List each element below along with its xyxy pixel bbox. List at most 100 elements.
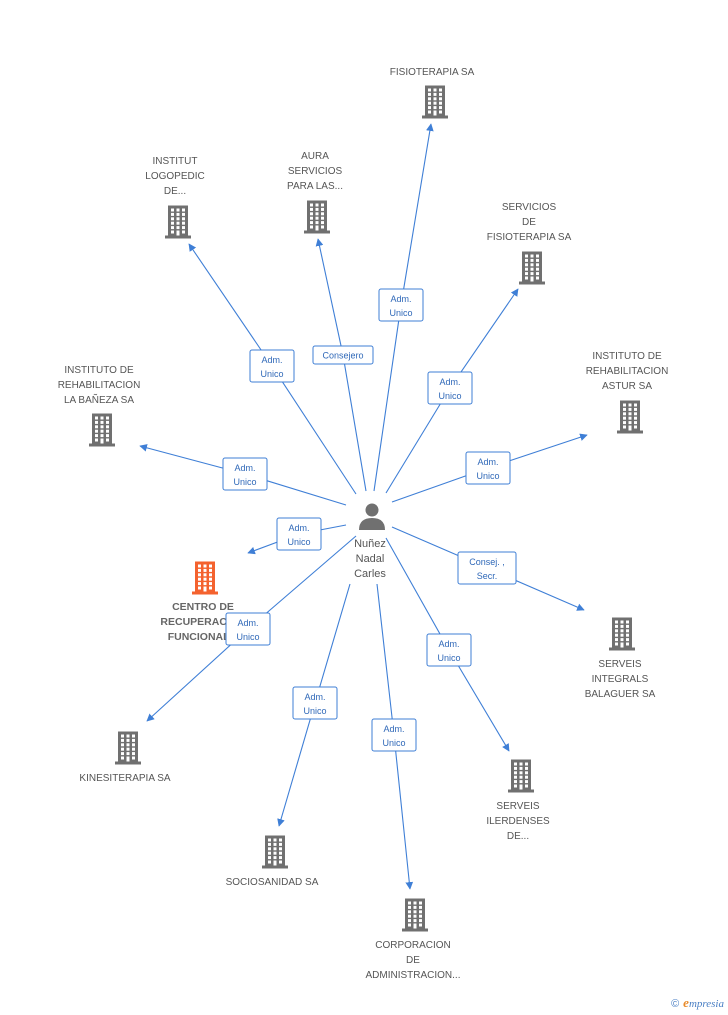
- relation-label-text: Unico: [287, 537, 310, 547]
- relation-label-text: Adm.: [304, 692, 325, 702]
- company-label-line: LOGOPEDIC: [145, 171, 204, 182]
- company-node-corporacion[interactable]: CORPORACION DE ADMINISTRACION...: [365, 898, 461, 982]
- relation-label-text: Secr.: [477, 571, 498, 581]
- company-node-institut-logopedic[interactable]: INSTITUT LOGOPEDIC DE...: [145, 156, 205, 239]
- person-name-line: Carles: [354, 568, 386, 580]
- company-node-sociosanidad[interactable]: SOCIOSANIDAD SA: [226, 835, 319, 889]
- copyright-icon: ©: [671, 998, 680, 1010]
- relation-label-text: Unico: [303, 706, 326, 716]
- building-icon: [519, 251, 545, 285]
- relation-label-institut-logopedic[interactable]: Adm. Unico: [249, 349, 295, 383]
- company-label-line: CORPORACION: [375, 940, 451, 951]
- relation-label-servicios-fisioterapia[interactable]: Adm. Unico: [427, 371, 473, 405]
- relation-label-serveis-balaguer[interactable]: Consej. , Secr.: [457, 551, 517, 585]
- building-icon: [165, 205, 191, 239]
- company-label-line: INSTITUTO DE: [64, 365, 134, 376]
- company-label: SERVEISILERDENSESDE...: [486, 801, 550, 842]
- relation-label-text: Unico: [438, 391, 461, 401]
- building-icon: [115, 731, 141, 765]
- relation-label-text: Unico: [476, 471, 499, 481]
- brand-initial: e: [683, 995, 689, 1010]
- company-label-line: INSTITUTO DE: [592, 351, 662, 362]
- relation-label-instituto-astur[interactable]: Adm.Unico: [465, 451, 511, 485]
- company-label-line: RECUPERACION: [160, 616, 245, 628]
- building-icon: [617, 400, 643, 434]
- building-icon: [89, 413, 115, 447]
- relation-label-text: Unico: [260, 369, 283, 379]
- building-icon: [304, 200, 330, 234]
- company-label-line: SERVEIS: [598, 659, 641, 670]
- relation-label-fisioterapia[interactable]: Adm. Unico: [378, 288, 424, 322]
- company-node-fisioterapia[interactable]: FISIOTERAPIA SA: [390, 67, 475, 119]
- relation-label-aura[interactable]: Consejero: [312, 345, 374, 365]
- company-label-line: INSTITUT: [153, 156, 198, 167]
- relation-label-text: Unico: [233, 477, 256, 487]
- company-label-line: SERVICIOS: [288, 166, 343, 177]
- relation-label-centro[interactable]: Adm.Unico: [276, 517, 322, 551]
- company-label: CORPORACION DE ADMINISTRACION...: [365, 940, 460, 981]
- relation-label-text: Adm.: [261, 355, 282, 365]
- edge-aura: [315, 238, 367, 492]
- company-label-line: SOCIOSANIDAD SA: [226, 877, 319, 888]
- relation-label-text: Adm.: [439, 377, 460, 387]
- company-label-line: FISIOTERAPIA SA: [487, 232, 572, 243]
- relation-label-text: Adm.: [438, 639, 459, 649]
- relation-label-corporacion[interactable]: Adm.Unico: [371, 718, 417, 752]
- relation-label-text: Adm.: [390, 294, 411, 304]
- relation-label-text: Consejero: [322, 351, 363, 361]
- relation-label-text: Unico: [236, 632, 259, 642]
- company-node-servicios-fisioterapia[interactable]: SERVICIOS DE FISIOTERAPIA SA: [487, 202, 572, 285]
- brand-name: mpresia: [688, 998, 724, 1010]
- relation-label-text: Adm.: [237, 618, 258, 628]
- building-icon: [508, 759, 534, 793]
- company-label-line: FUNCIONAL...: [168, 631, 239, 643]
- relation-labels-layer: Adm.UnicoAdm.UnicoConsejeroAdm.UnicoAdm.…: [222, 288, 517, 752]
- company-node-centro[interactable]: CENTRO DERECUPERACIONFUNCIONAL...: [160, 561, 246, 644]
- company-label-line: LA BAÑEZA SA: [64, 393, 134, 406]
- company-label: KINESITERAPIA SA: [79, 773, 170, 784]
- company-label-line: SERVICIOS: [502, 202, 557, 213]
- building-icon: [609, 617, 635, 651]
- company-label-line: DE: [406, 955, 420, 966]
- relation-label-text: Consej. ,: [469, 557, 505, 567]
- nodes-layer: FISIOTERAPIA SA INSTITUT LOGOPEDIC DE... AUR…: [58, 67, 669, 981]
- company-label: SERVICIOS DE FISIOTERAPIA SA: [487, 202, 572, 243]
- company-label-line: REHABILITACION: [586, 366, 669, 377]
- relation-label-serveis-ilerdenses[interactable]: Adm. Unico: [426, 633, 472, 667]
- company-label-line: ILERDENSES: [486, 816, 550, 827]
- person-name-line: Nuñez: [354, 538, 386, 550]
- company-label-line: DE...: [507, 831, 529, 842]
- relation-label-text: Unico: [437, 653, 460, 663]
- company-label: CENTRO DERECUPERACIONFUNCIONAL...: [160, 601, 245, 643]
- person-name-line: Nadal: [356, 553, 385, 565]
- company-node-kinesiterapia[interactable]: KINESITERAPIA SA: [79, 731, 171, 785]
- company-label: FISIOTERAPIA SA: [390, 67, 475, 78]
- relation-label-instituto-banieza[interactable]: Adm. Unico: [222, 457, 268, 491]
- building-icon: [422, 85, 448, 119]
- company-label-line: DE: [522, 217, 536, 228]
- building-icon: [192, 561, 218, 595]
- company-label-line: AURA: [301, 151, 329, 162]
- company-label-line: ADMINISTRACION...: [365, 970, 460, 981]
- company-label-line: DE...: [164, 186, 186, 197]
- company-node-serveis-ilerdenses[interactable]: SERVEISILERDENSESDE...: [486, 759, 550, 843]
- relation-label-text: Adm.: [234, 463, 255, 473]
- relation-label-text: Unico: [382, 738, 405, 748]
- relation-label-kinesiterapia[interactable]: Adm. Unico: [225, 612, 271, 646]
- company-label-line: FISIOTERAPIA SA: [390, 67, 475, 78]
- building-icon: [262, 835, 288, 869]
- company-label: INSTITUT LOGOPEDIC DE...: [145, 156, 204, 197]
- relation-label-text: Unico: [389, 308, 412, 318]
- person-icon: [359, 503, 385, 530]
- relation-label-sociosanidad[interactable]: Adm. Unico: [292, 686, 338, 720]
